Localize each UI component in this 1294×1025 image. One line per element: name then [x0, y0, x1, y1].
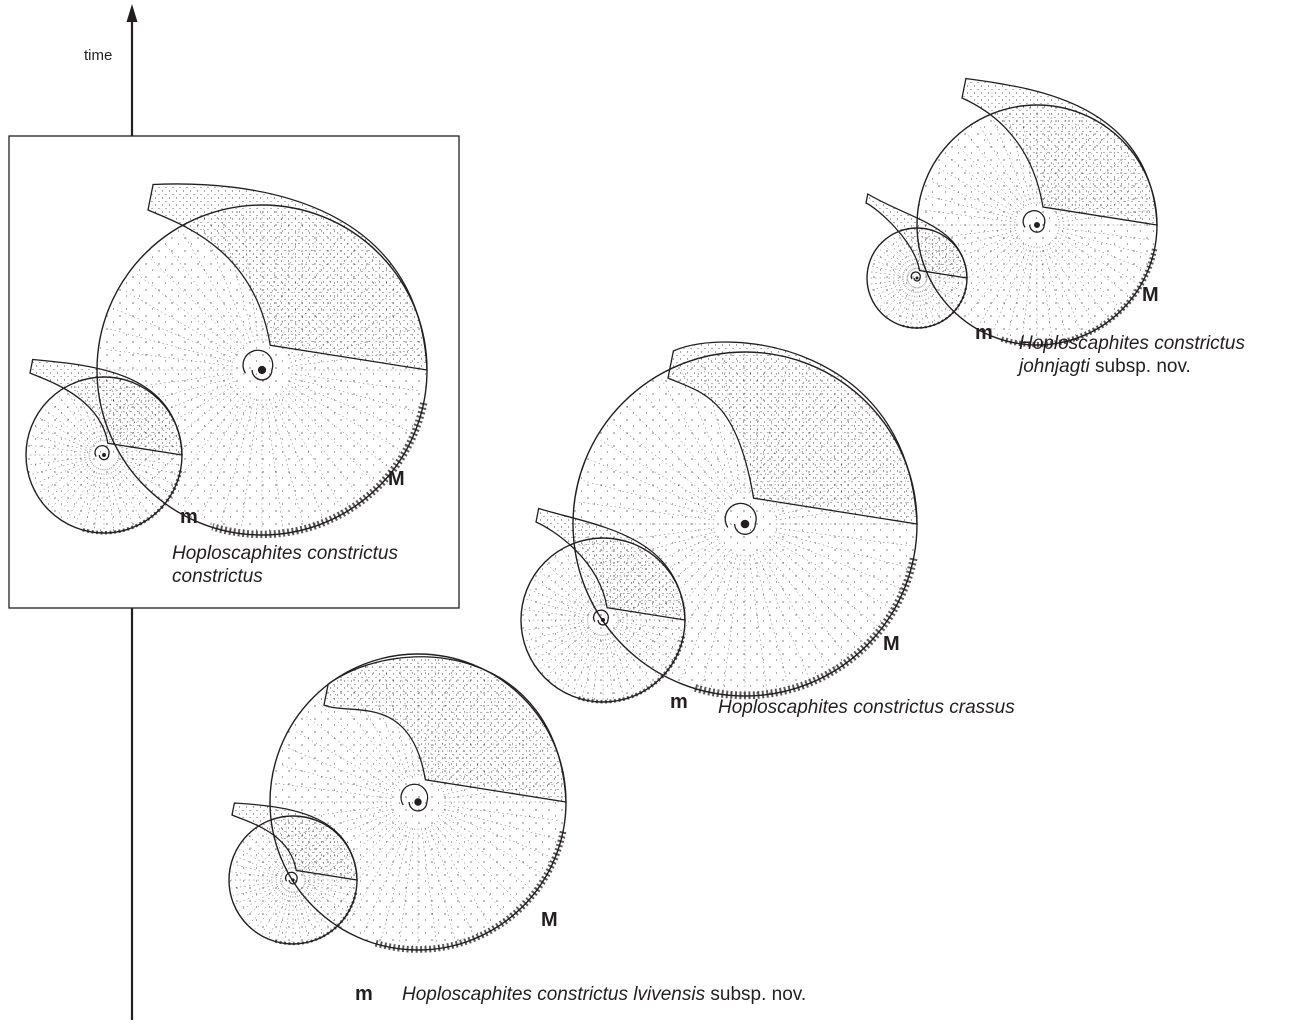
microconch-label-johnjagti: m — [975, 322, 993, 345]
subspecies: lvivensis — [633, 984, 705, 1005]
taxon-name-constrictus: Hoploscaphites constrictus constrictus — [172, 542, 398, 588]
ammonite-shell-icon — [917, 79, 1157, 346]
genus-species: Hoploscaphites constrictus — [1019, 333, 1245, 354]
microconch-label-crassus: m — [670, 691, 688, 714]
ammonite-shell-icon — [97, 184, 427, 535]
ammonite-shell-icon — [270, 654, 566, 950]
genus-species: Hoploscaphites constrictus — [402, 984, 628, 1005]
ammonite-shell-icon — [573, 342, 917, 696]
microconch-label-constrictus: m — [180, 506, 198, 529]
taxon-name-johnjagti: Hoploscaphites constrictus johnjagti sub… — [1019, 332, 1245, 378]
subspecies: johnjagti — [1019, 356, 1090, 377]
genus-species: Hoploscaphites constrictus — [172, 543, 398, 564]
axis-label: time — [84, 44, 112, 67]
genus-species: Hoploscaphites constrictus — [718, 697, 944, 718]
macroconch-label-constrictus: M — [388, 468, 405, 491]
macroconch-label-lvivensis: M — [541, 909, 558, 932]
status-suffix: subsp. nov. — [1090, 356, 1191, 377]
subspecies: crassus — [949, 697, 1014, 718]
arrow-up-icon — [127, 4, 138, 22]
subspecies: constrictus — [172, 566, 263, 587]
taxon-name-lvivensis: Hoploscaphites constrictus lvivensis sub… — [402, 983, 806, 1006]
microconch-label-lvivensis: m — [355, 983, 373, 1006]
macroconch-label-crassus: M — [883, 633, 900, 656]
taxon-name-crassus: Hoploscaphites constrictus crassus — [718, 696, 1015, 719]
macroconch-label-johnjagti: M — [1142, 284, 1159, 307]
status-suffix: subsp. nov. — [705, 984, 806, 1005]
